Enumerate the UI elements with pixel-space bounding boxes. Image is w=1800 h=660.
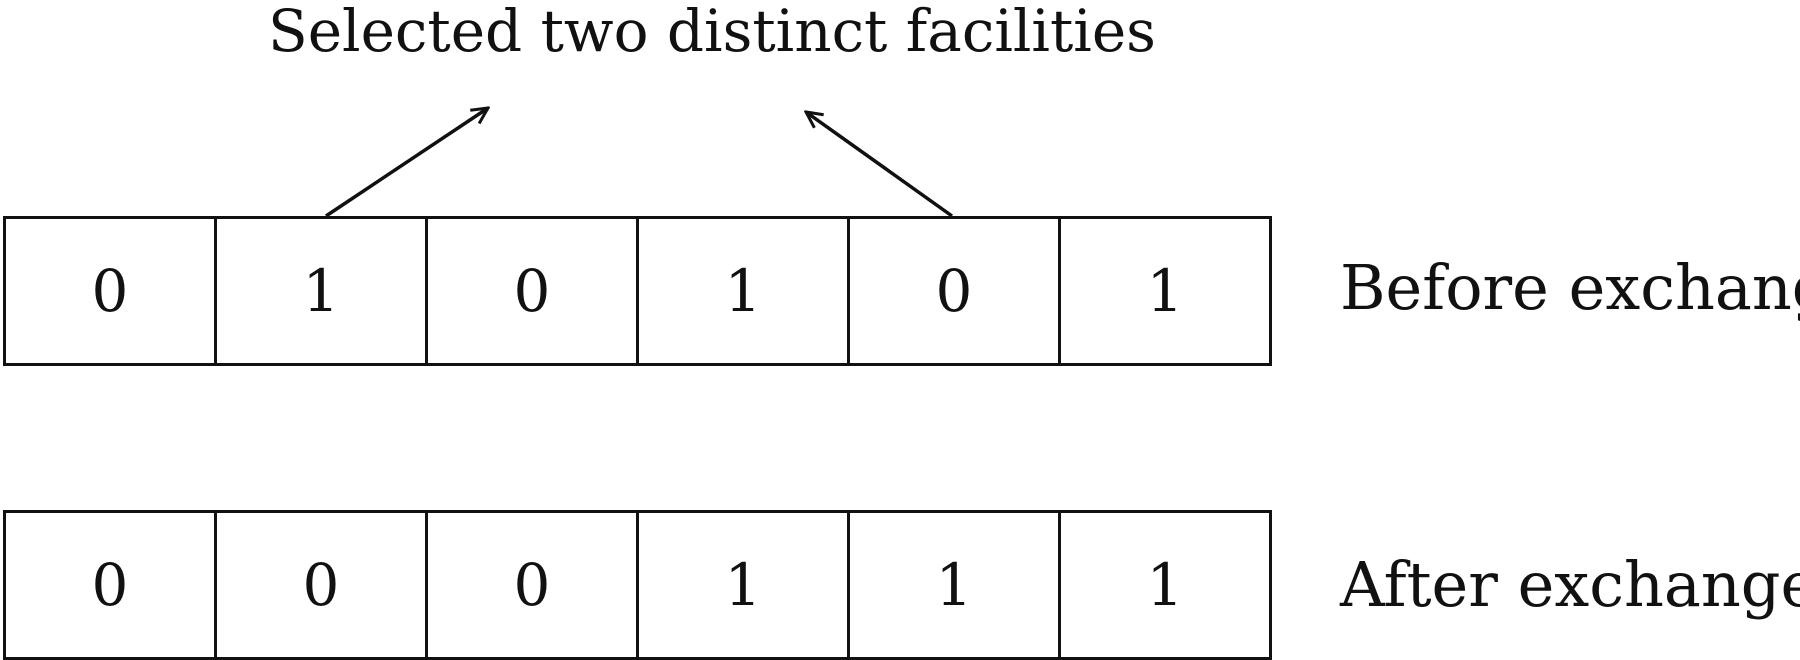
arrow-right xyxy=(806,112,954,218)
after-cell: 0 xyxy=(6,510,217,660)
before-cell: 1 xyxy=(639,216,850,366)
before-cell: 0 xyxy=(6,216,217,366)
after-cell: 1 xyxy=(850,510,1061,660)
after-exchange-label: After exchange xyxy=(1340,548,1800,621)
after-exchange-row: 0 0 0 1 1 1 xyxy=(3,510,1272,660)
before-exchange-row: 0 1 0 1 0 1 xyxy=(3,216,1272,366)
after-cell: 0 xyxy=(217,510,428,660)
before-cell: 0 xyxy=(850,216,1061,366)
before-exchange-label: Before exchange xyxy=(1340,251,1800,324)
after-cell: 1 xyxy=(639,510,850,660)
caption-selected-facilities: Selected two distinct facilities xyxy=(268,0,1156,65)
after-cell: 1 xyxy=(1061,510,1272,660)
before-cell: 1 xyxy=(217,216,428,366)
before-cell: 1 xyxy=(1061,216,1272,366)
after-cell: 0 xyxy=(428,510,639,660)
arrow-left xyxy=(325,108,488,218)
before-cell: 0 xyxy=(428,216,639,366)
